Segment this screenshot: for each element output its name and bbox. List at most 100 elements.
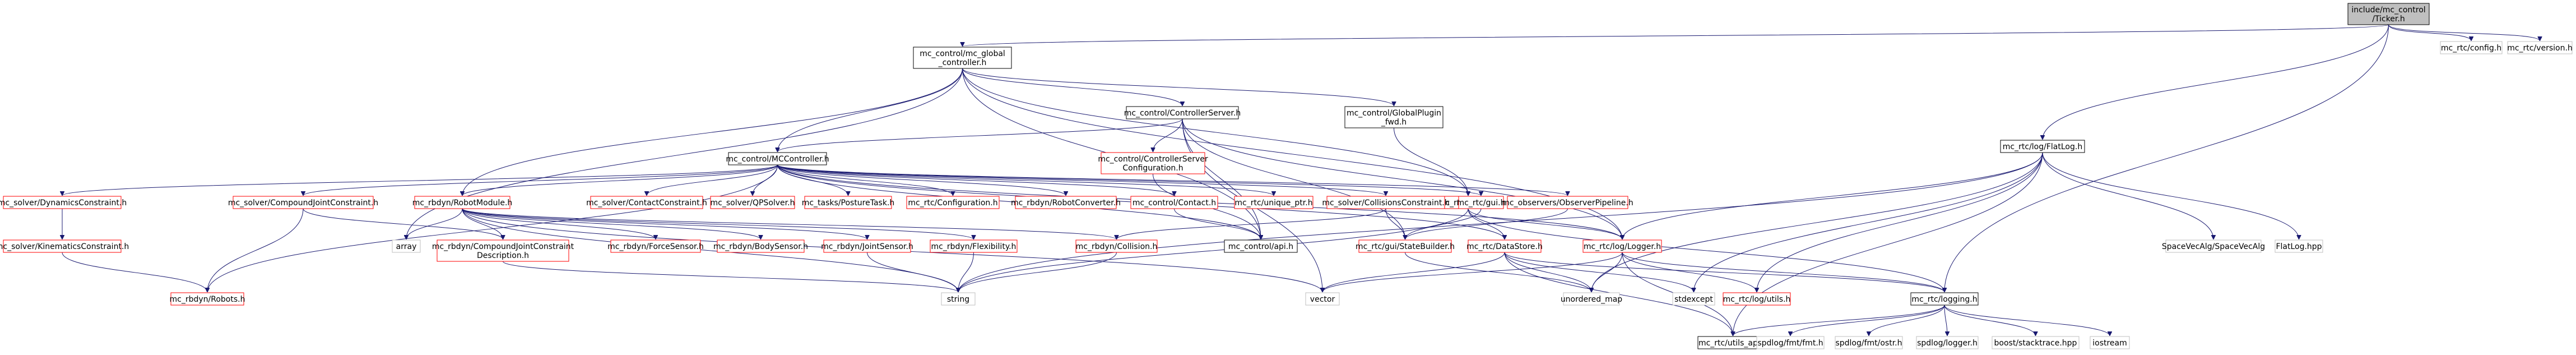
edge-ctrlserver-to-logger bbox=[1182, 118, 1622, 239]
node-collisionsconstraint[interactable]: mc_solver/CollisionsConstraint.h bbox=[1322, 196, 1450, 209]
node-spdlogger[interactable]: spdlog/logger.h bbox=[1916, 336, 1979, 349]
node-ticker[interactable]: include/mc_control/Ticker.h bbox=[2347, 3, 2430, 25]
node-box-ctrlserverconfig bbox=[1101, 152, 1205, 174]
node-box-ticker bbox=[2347, 3, 2430, 25]
node-label-iostream: iostream bbox=[2092, 339, 2127, 348]
node-globalplugin[interactable]: mc_control/GlobalPlugin_fwd.h bbox=[1344, 106, 1444, 128]
node-rtcversion[interactable]: mc_rtc/version.h bbox=[2507, 41, 2573, 54]
node-mcglobal[interactable]: mc_control/mc_global_controller.h bbox=[913, 47, 1012, 69]
edge-robotmodule-to-forcesensor bbox=[462, 208, 656, 240]
node-rtcgui[interactable]: mc_rtc/gui.h bbox=[1457, 196, 1506, 209]
node-iostream[interactable]: iostream bbox=[2090, 336, 2130, 349]
edge-mccontroller-to-configuration bbox=[777, 164, 953, 196]
node-compoundjoint[interactable]: mc_solver/CompoundJointConstraint.h bbox=[228, 196, 378, 209]
node-label-ctrlapi: mc_control/api.h bbox=[1228, 242, 1293, 251]
node-fmtostr[interactable]: spdlog/fmt/ostr.h bbox=[1835, 336, 1903, 349]
node-box-robotmodule bbox=[414, 196, 510, 209]
node-statebuilder[interactable]: mc_rtc/gui/StateBuilder.h bbox=[1356, 239, 1455, 253]
edge-rtcgui-to-statebuilder bbox=[1405, 208, 1482, 240]
node-flatloghpp[interactable]: FlatLog.hpp bbox=[2275, 239, 2323, 253]
node-flatlog[interactable]: mc_rtc/log/FlatLog.h bbox=[2000, 140, 2085, 153]
node-box-flatlog bbox=[2000, 140, 2085, 153]
node-kinematicsconstraint[interactable]: mc_solver/KinematicsConstraint.h bbox=[0, 239, 129, 253]
node-robots[interactable]: mc_rbdyn/Robots.h bbox=[170, 292, 245, 306]
node-label-fmtformat: spdlog/fmt/fmt.h bbox=[1757, 339, 1823, 348]
edge-jointsensor-to-string bbox=[867, 252, 959, 293]
node-label-contactconstraint: mc_solver/ContactConstraint.h bbox=[586, 199, 707, 208]
node-rtcutilsapi[interactable]: mc_rtc/utils_api.h bbox=[1697, 336, 1769, 349]
node-label-vector: vector bbox=[1310, 295, 1335, 304]
node-robotmodule[interactable]: mc_rbdyn/RobotModule.h bbox=[412, 196, 513, 209]
edge-ctrlserver-to-ctrlapi bbox=[1182, 118, 1261, 239]
node-flexibility[interactable]: mc_rbdyn/Flexibility.h bbox=[930, 239, 1018, 253]
node-collision[interactable]: mc_rbdyn/Collision.h bbox=[1075, 239, 1158, 253]
edge-layer bbox=[62, 24, 2540, 336]
node-label-rtcgui: mc_rtc/gui.h bbox=[1457, 199, 1506, 208]
node-label-spacevecalg: SpaceVecAlg/SpaceVecAlg bbox=[2162, 242, 2265, 251]
node-logging[interactable]: mc_rtc/logging.h bbox=[1910, 292, 1979, 306]
edge-ticker-to-rtcconfig bbox=[2388, 24, 2472, 42]
node-array[interactable]: array bbox=[392, 239, 421, 253]
node-box-unorderedmap bbox=[1563, 292, 1620, 306]
edge-contact-to-ctrlapi bbox=[1174, 208, 1261, 240]
node-box-array bbox=[392, 239, 421, 253]
node-ctrlapi[interactable]: mc_control/api.h bbox=[1224, 239, 1298, 253]
node-vector[interactable]: vector bbox=[1305, 292, 1340, 306]
edge-logging-to-fmtformat bbox=[1790, 305, 1945, 336]
node-box-bodysensor bbox=[717, 239, 805, 253]
node-box-rtcconfig bbox=[2440, 41, 2503, 54]
node-logutils[interactable]: mc_rtc/log/utils.h bbox=[1723, 292, 1791, 306]
node-label-ctrlserver: mc_control/ControllerServer.h bbox=[1124, 109, 1241, 118]
edge-robotmodule-to-bodysensor bbox=[462, 208, 761, 240]
node-forcesensor[interactable]: mc_rbdyn/ForceSensor.h bbox=[607, 239, 704, 253]
edge-collision-to-string bbox=[958, 252, 1117, 293]
node-stdexcept[interactable]: stdexcept bbox=[1672, 292, 1715, 306]
edge-compoundjoint-to-robots bbox=[207, 208, 304, 292]
edge-mccontroller-to-compoundjoint bbox=[303, 164, 778, 196]
node-datastore[interactable]: mc_rtc/DataStore.h bbox=[1466, 239, 1543, 253]
node-ctrlserver[interactable]: mc_control/ControllerServer.h bbox=[1124, 106, 1241, 119]
edge-logging-to-stacktrace bbox=[1944, 305, 2036, 336]
node-observerpipeline[interactable]: mc_observers/ObserverPipeline.h bbox=[1502, 196, 1633, 209]
node-label-compoundjointdesc: Description.h bbox=[477, 251, 529, 260]
node-label-configuration: mc_rtc/Configuration.h bbox=[908, 199, 997, 208]
node-jointsensor[interactable]: mc_rbdyn/JointSensor.h bbox=[821, 239, 913, 253]
node-fmtformat[interactable]: spdlog/fmt/fmt.h bbox=[1756, 336, 1825, 349]
node-stacktrace[interactable]: boost/stacktrace.hpp bbox=[1992, 336, 2080, 349]
node-contact[interactable]: mc_control/Contact.h bbox=[1130, 196, 1218, 209]
edge-mccontroller-to-collisionsconstraint bbox=[777, 164, 1386, 196]
node-rtcconfig[interactable]: mc_rtc/config.h bbox=[2440, 41, 2503, 54]
node-box-flexibility bbox=[930, 239, 1018, 253]
node-label-spdlogger: spdlog/logger.h bbox=[1917, 339, 1978, 348]
node-label-uniqueptr: mc_rtc/unique_ptr.h bbox=[1234, 199, 1312, 208]
node-label-contact: mc_control/Contact.h bbox=[1132, 199, 1216, 208]
node-box-compoundjointdesc bbox=[437, 239, 569, 262]
node-dynamicsconstraint[interactable]: mc_solver/DynamicsConstraint.h bbox=[0, 196, 127, 209]
edge-flexibility-to-string bbox=[958, 252, 974, 292]
node-label-mcglobal: _controller.h bbox=[938, 58, 987, 67]
node-compoundjointdesc[interactable]: mc_rbdyn/CompoundJointConstraintDescript… bbox=[432, 239, 574, 262]
node-robotconverter[interactable]: mc_rbdyn/RobotConverter.h bbox=[1011, 196, 1121, 209]
node-posturetask[interactable]: mc_tasks/PostureTask.h bbox=[802, 196, 895, 209]
node-configuration[interactable]: mc_rtc/Configuration.h bbox=[906, 196, 1000, 209]
edge-ticker-to-logging bbox=[1944, 24, 2389, 292]
edge-ticker-to-mcglobal bbox=[963, 24, 2389, 47]
node-unorderedmap[interactable]: unordered_map bbox=[1561, 292, 1622, 306]
node-logger[interactable]: mc_rtc/log/Logger.h bbox=[1582, 239, 1662, 253]
node-string[interactable]: string bbox=[941, 292, 976, 306]
node-contactconstraint[interactable]: mc_solver/ContactConstraint.h bbox=[586, 196, 707, 209]
node-mccontroller[interactable]: mc_control/MCController.h bbox=[726, 152, 829, 165]
node-label-logutils: mc_rtc/log/utils.h bbox=[1723, 295, 1791, 304]
node-label-robots: mc_rbdyn/Robots.h bbox=[170, 295, 245, 304]
node-uniqueptr[interactable]: mc_rtc/unique_ptr.h bbox=[1234, 196, 1313, 209]
node-spacevecalg[interactable]: SpaceVecAlg/SpaceVecAlg bbox=[2162, 239, 2265, 253]
node-ctrlserverconfig[interactable]: mc_control/ControllerServerConfiguration… bbox=[1098, 152, 1208, 174]
node-label-robotconverter: mc_rbdyn/RobotConverter.h bbox=[1011, 199, 1121, 208]
node-bodysensor[interactable]: mc_rbdyn/BodySensor.h bbox=[713, 239, 808, 253]
node-qpsolver[interactable]: mc_solver/QPSolver.h bbox=[710, 196, 795, 209]
edge-flatlog-to-logutils bbox=[1757, 152, 2043, 292]
edge-rtcloader-to-logger bbox=[1468, 208, 1622, 240]
edge-datastore-to-logging bbox=[1504, 252, 1944, 293]
edge-datastore-to-unorderedmap bbox=[1504, 252, 1591, 293]
